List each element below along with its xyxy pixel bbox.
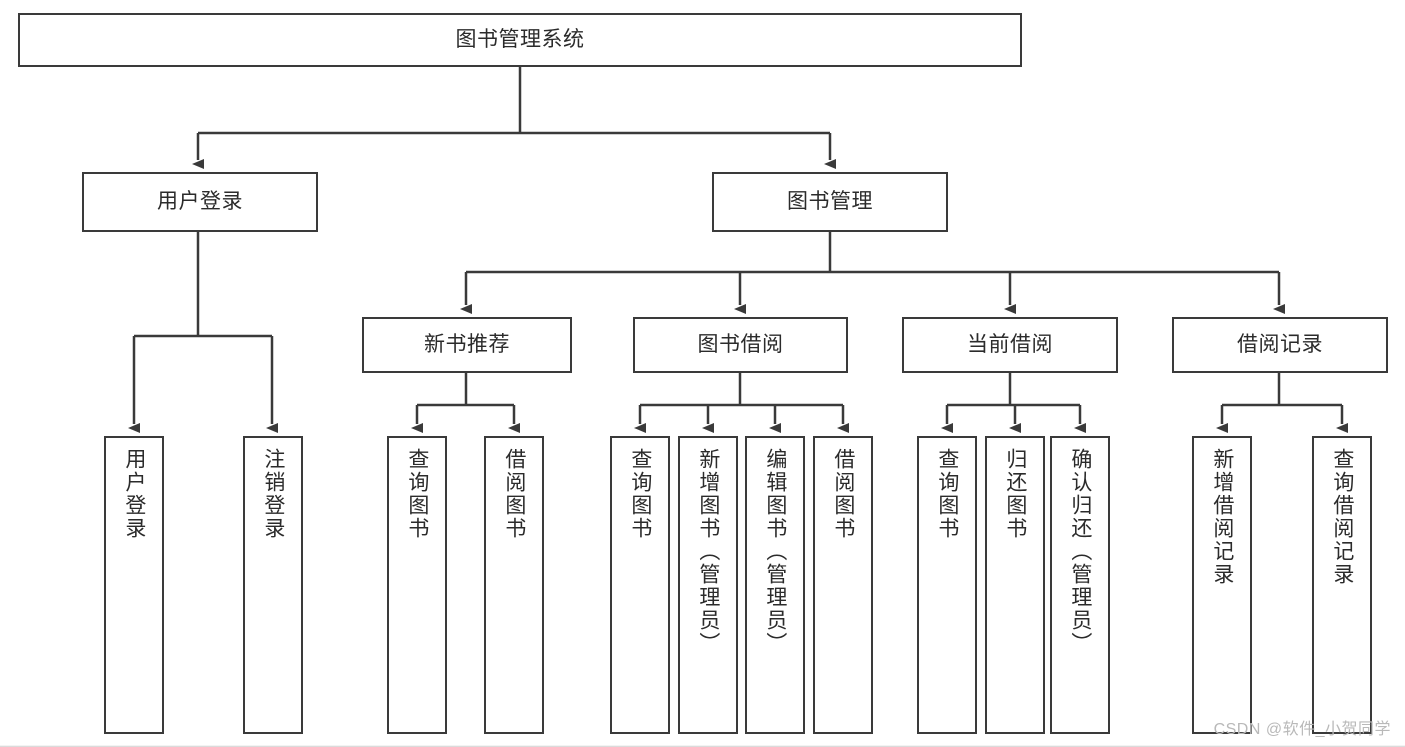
node-root-library-system[interactable]: 图书管理系统 xyxy=(18,13,1022,67)
node-leaf-confirm-return-admin-label: 确认归还（管理员） xyxy=(1068,448,1092,655)
node-leaf-query-book-recommend-label: 查询图书 xyxy=(405,448,429,540)
node-leaf-add-borrow-record[interactable]: 新增借阅记录 xyxy=(1192,436,1252,734)
node-borrow-record[interactable]: 借阅记录 xyxy=(1172,317,1388,373)
node-leaf-query-borrow-record-label: 查询借阅记录 xyxy=(1330,448,1354,586)
node-leaf-add-book-admin-label: 新增图书（管理员） xyxy=(696,448,720,655)
node-leaf-borrow-book-label: 借阅图书 xyxy=(831,448,855,540)
node-current-borrow-label: 当前借阅 xyxy=(967,333,1053,357)
csdn-watermark: CSDN @软件_小贺同学 xyxy=(1213,721,1391,738)
node-book-borrow-label: 图书借阅 xyxy=(697,333,784,357)
node-leaf-add-book-admin[interactable]: 新增图书（管理员） xyxy=(678,436,738,734)
node-leaf-user-login[interactable]: 用户登录 xyxy=(104,436,164,734)
node-book-borrow[interactable]: 图书借阅 xyxy=(633,317,848,373)
node-new-book-recommend[interactable]: 新书推荐 xyxy=(362,317,572,373)
node-leaf-query-book-current-label: 查询图书 xyxy=(935,448,959,540)
node-book-management[interactable]: 图书管理 xyxy=(712,172,948,232)
node-leaf-edit-book-admin-label: 编辑图书（管理员） xyxy=(763,448,787,655)
node-leaf-query-book-current[interactable]: 查询图书 xyxy=(917,436,977,734)
node-leaf-return-book-label: 归还图书 xyxy=(1003,448,1027,540)
node-root-label: 图书管理系统 xyxy=(455,28,585,52)
node-leaf-logout-label: 注销登录 xyxy=(261,448,285,540)
node-book-management-label: 图书管理 xyxy=(787,190,873,214)
node-new-book-recommend-label: 新书推荐 xyxy=(424,333,510,357)
node-leaf-user-login-label: 用户登录 xyxy=(122,448,146,540)
node-leaf-borrow-book[interactable]: 借阅图书 xyxy=(813,436,873,734)
node-leaf-borrow-book-recommend[interactable]: 借阅图书 xyxy=(484,436,544,734)
node-leaf-query-book-borrow[interactable]: 查询图书 xyxy=(610,436,670,734)
node-leaf-query-borrow-record[interactable]: 查询借阅记录 xyxy=(1312,436,1372,734)
bottom-edge-shadow xyxy=(0,745,1405,747)
node-leaf-add-borrow-record-label: 新增借阅记录 xyxy=(1210,448,1234,586)
node-leaf-edit-book-admin[interactable]: 编辑图书（管理员） xyxy=(745,436,805,734)
node-leaf-query-book-recommend[interactable]: 查询图书 xyxy=(387,436,447,734)
node-user-login[interactable]: 用户登录 xyxy=(82,172,318,232)
node-current-borrow[interactable]: 当前借阅 xyxy=(902,317,1118,373)
node-leaf-borrow-book-recommend-label: 借阅图书 xyxy=(502,448,526,540)
node-leaf-confirm-return-admin[interactable]: 确认归还（管理员） xyxy=(1050,436,1110,734)
node-leaf-query-book-borrow-label: 查询图书 xyxy=(628,448,652,540)
node-borrow-record-label: 借阅记录 xyxy=(1237,333,1323,357)
node-leaf-logout[interactable]: 注销登录 xyxy=(243,436,303,734)
node-user-login-label: 用户登录 xyxy=(157,190,243,214)
node-leaf-return-book[interactable]: 归还图书 xyxy=(985,436,1045,734)
